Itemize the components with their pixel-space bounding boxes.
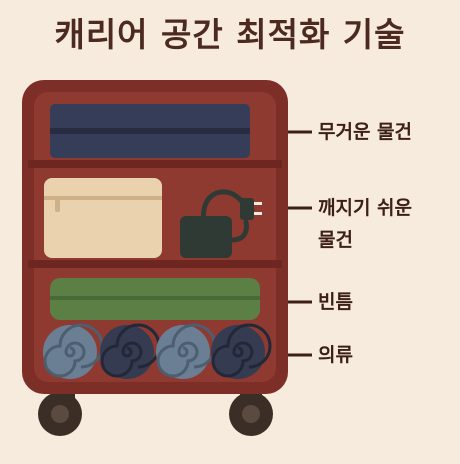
rolled-clothes-icon — [100, 323, 161, 379]
charger-icon — [180, 189, 262, 258]
shelf-divider — [28, 260, 282, 268]
rolled-clothes-icon — [211, 323, 272, 379]
gap-filler-pouch — [50, 278, 260, 320]
label-fragile-line2: 물건 — [318, 229, 353, 251]
rolled-clothes-icon — [43, 323, 104, 379]
label-fragile-items: 깨지기 쉬운 물건 — [318, 192, 458, 256]
heavy-item — [50, 104, 250, 158]
label-fragile-line1: 깨지기 쉬운 — [318, 197, 413, 219]
label-heavy-items: 무거운 물건 — [318, 121, 413, 143]
label-gaps: 빈틈 — [318, 291, 353, 313]
rolled-clothes-icon — [156, 323, 217, 379]
label-clothes: 의류 — [318, 344, 353, 366]
shelf-divider — [28, 160, 282, 168]
page-title: 캐리어 공간 최적화 기술 — [54, 15, 406, 54]
pouch-icon — [44, 178, 162, 258]
